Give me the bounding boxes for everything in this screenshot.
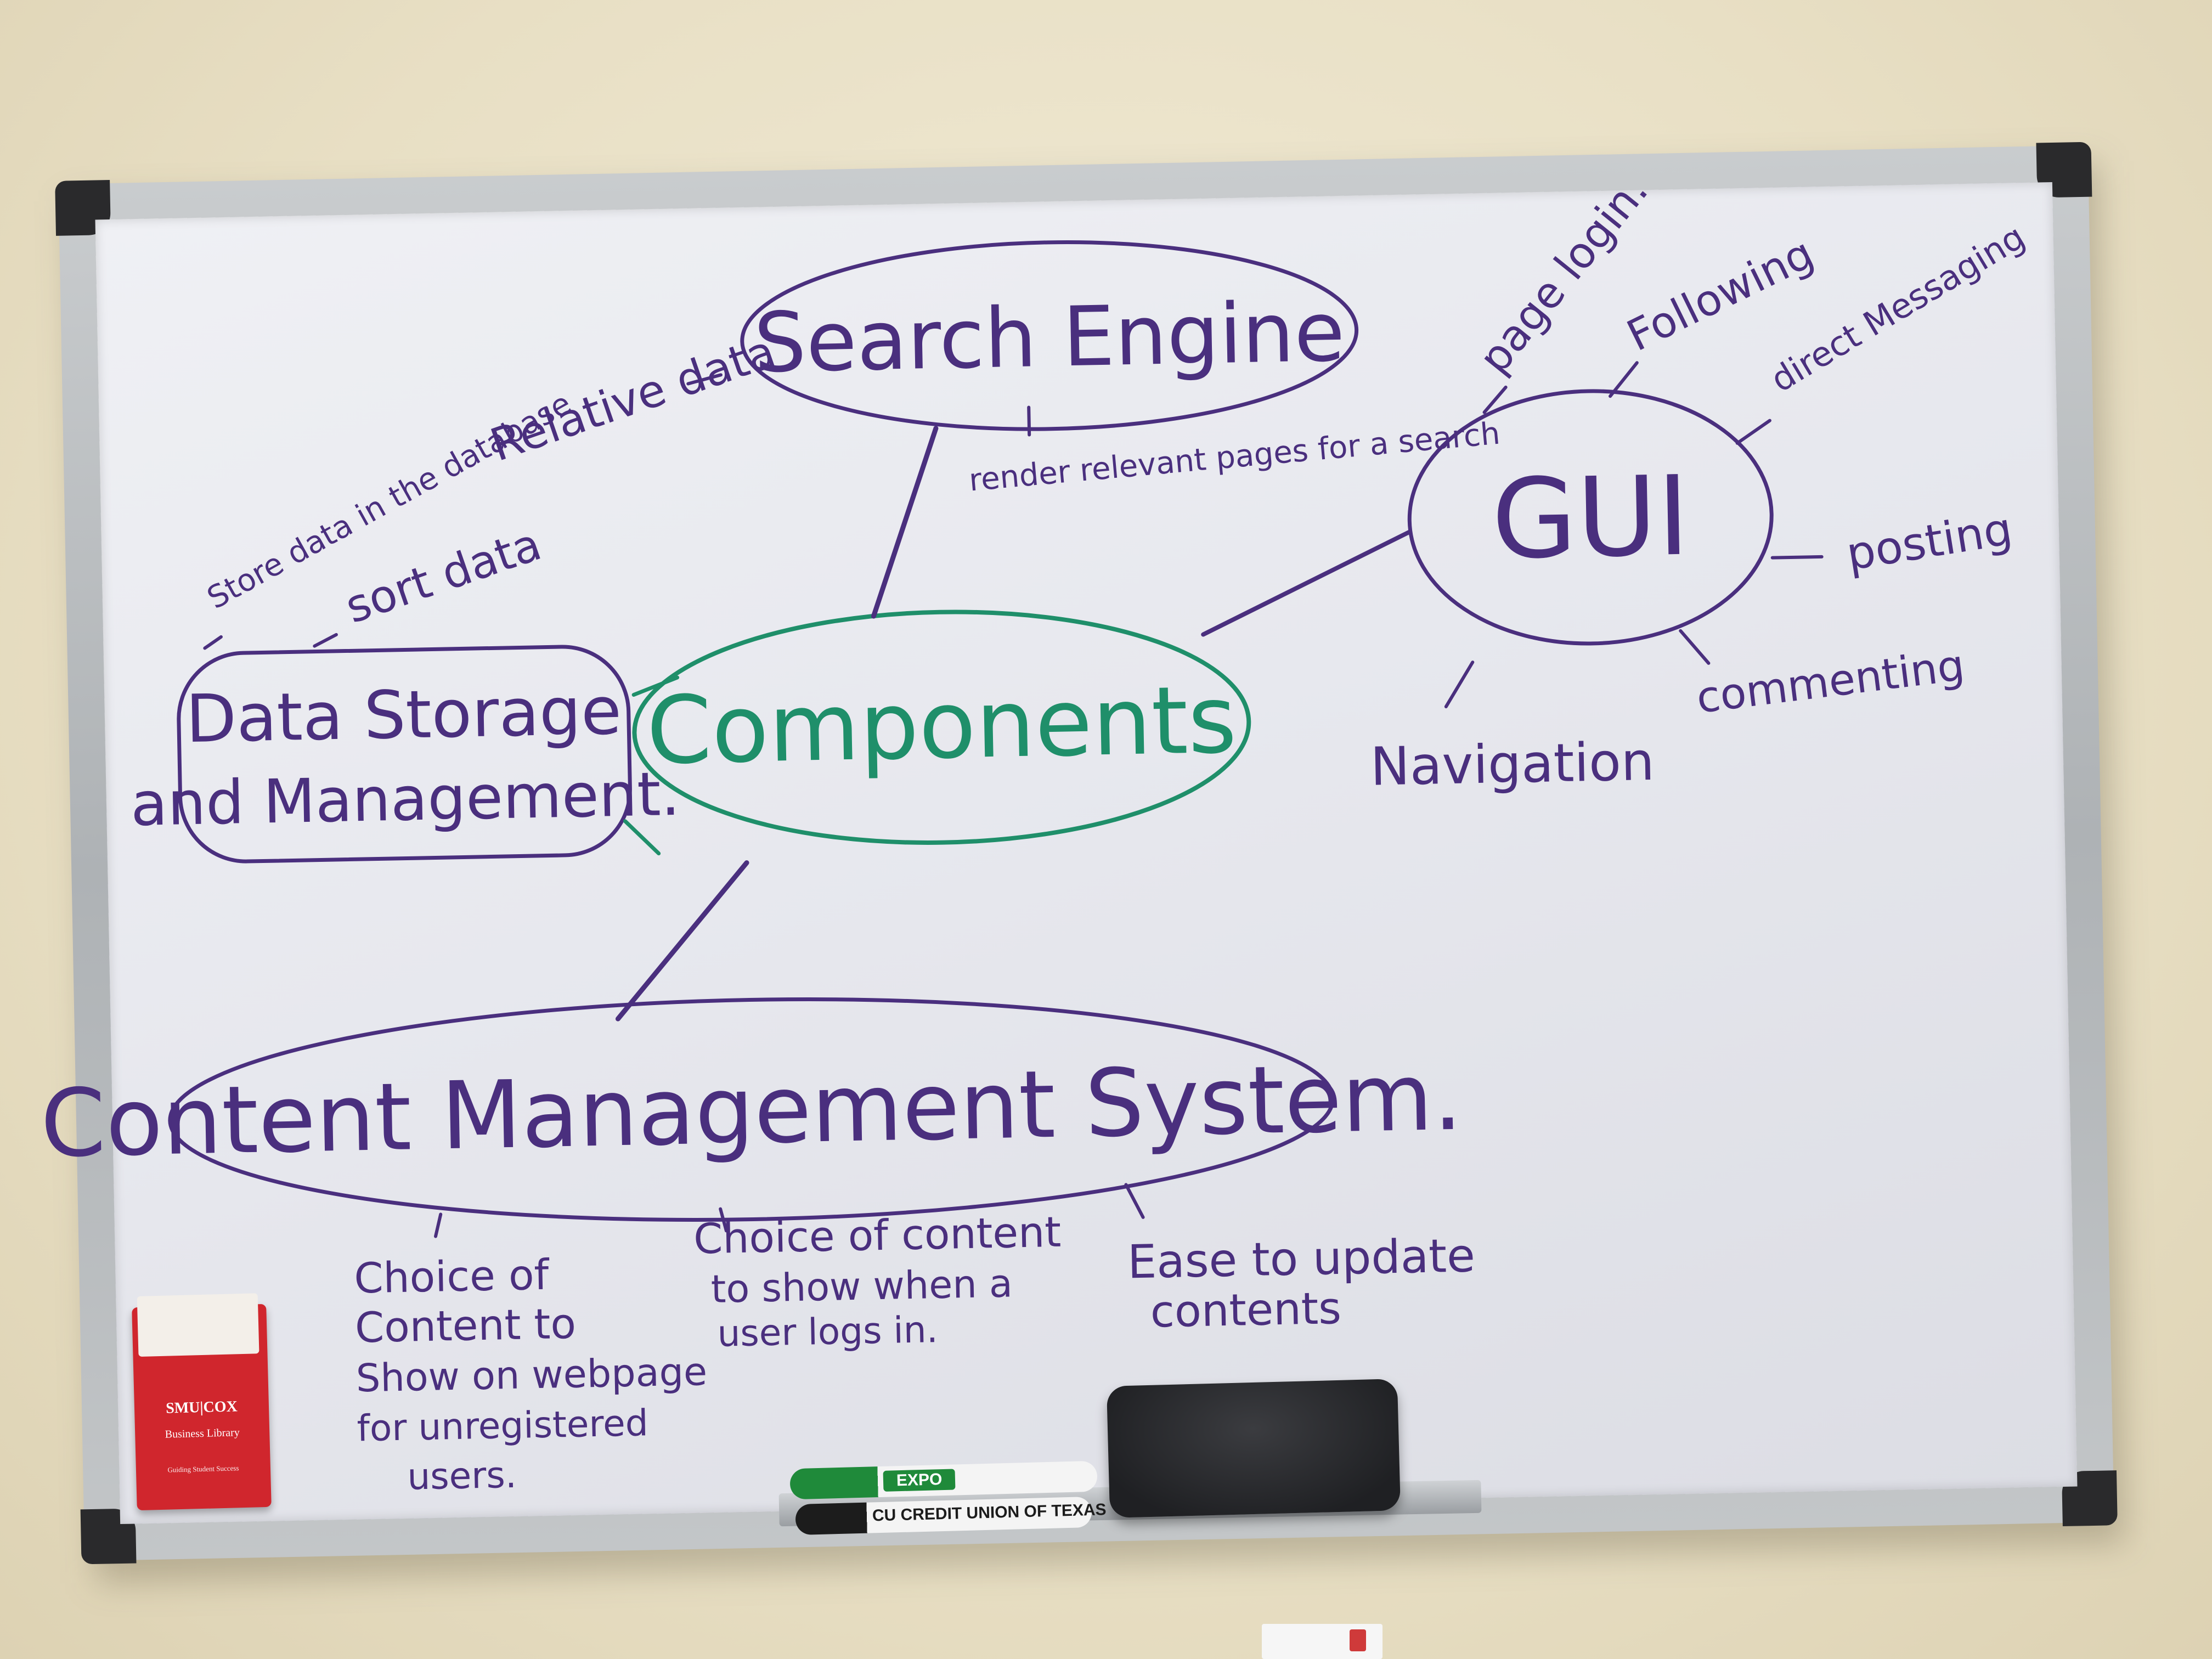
cms-note-1-line-1: Choice of — [354, 1250, 551, 1303]
cms-note-3-line-1: Ease to update — [1127, 1228, 1475, 1289]
cms-note-logged-in: Choice of content to show when a user lo… — [693, 1207, 1062, 1355]
cms-note-1-line-5: users. — [407, 1454, 517, 1498]
cms-note-update: Ease to update contents — [1127, 1228, 1475, 1338]
card-insert — [137, 1293, 259, 1357]
card-logo: SMU|COX — [165, 1398, 238, 1417]
connector-gui — [1201, 529, 1412, 637]
cms-note-2-line-1: Choice of content — [693, 1207, 1062, 1263]
gui-branch-login: page login. — [1470, 166, 1658, 383]
cms-note-tick-2 — [719, 1207, 728, 1233]
paper-note — [1262, 1624, 1383, 1659]
data-storage-label-line2: and Management. — [130, 759, 681, 839]
card-subtitle: Business Library — [165, 1426, 240, 1441]
gui-branch-tick-login — [1482, 385, 1508, 414]
gui-label: GUI — [1491, 453, 1691, 584]
green-marker-label: EXPO — [883, 1469, 956, 1492]
card-tagline: Guiding Student Success — [167, 1464, 239, 1474]
search-engine-label: Search Engine — [753, 284, 1346, 391]
red-mark-icon — [1350, 1629, 1366, 1651]
gui-branch-following: Following — [1620, 229, 1821, 362]
gui-branch-tick-messaging — [1735, 419, 1771, 445]
whiteboard-eraser[interactable] — [1106, 1379, 1401, 1518]
cms-note-tick-3 — [1124, 1183, 1145, 1219]
cms-note-1-line-2: Content to — [354, 1299, 576, 1352]
gui-branch-tick-commenting — [1679, 629, 1711, 665]
connector-data-storage-lower — [623, 819, 661, 856]
gui-branch-navigation: Navigation — [1370, 731, 1655, 798]
search-engine-ellipse — [740, 240, 1359, 431]
gui-branch-commenting: commenting — [1694, 641, 1967, 723]
relative-data-tick — [686, 373, 723, 386]
black-marker-label: CU CREDIT UNION OF TEXAS — [872, 1500, 1107, 1525]
business-card-holder: SMU|COX Business Library Guiding Student… — [132, 1293, 272, 1511]
data-storage-note-sort: sort data — [339, 518, 548, 634]
connector-data-storage — [631, 675, 680, 697]
connector-cms — [615, 860, 749, 1022]
cms-ellipse — [168, 997, 1335, 1222]
cms-note-2-line-3: user logs in. — [717, 1308, 938, 1355]
data-storage-box — [177, 645, 632, 864]
sort-data-tick — [313, 633, 338, 648]
cms-note-tick-1 — [434, 1212, 443, 1238]
components-ellipse — [632, 610, 1251, 845]
cms-note-3-line-2: contents — [1150, 1283, 1342, 1338]
gui-branch-tick-navigation — [1444, 661, 1475, 709]
store-data-tick — [203, 635, 223, 650]
data-storage-note-relative: Relative data — [484, 325, 782, 472]
gui-branch-posting: posting — [1843, 503, 2016, 581]
cms-note-2-line-2: to show when a — [710, 1261, 1013, 1312]
cms-note-1-line-4: for unregistered — [357, 1402, 648, 1449]
gui-branch-tick-posting — [1770, 555, 1824, 560]
gui-branch-tick-following — [1609, 361, 1639, 398]
connector-search-engine — [871, 426, 939, 619]
cms-note-1-line-3: Show on webpage — [356, 1349, 708, 1401]
components-label: Components — [646, 665, 1238, 786]
gui-ellipse — [1407, 389, 1774, 646]
data-storage-label-line1: Data Storage — [185, 673, 622, 758]
cms-note-unregistered: Choice of Content to Show on webpage for… — [354, 1250, 708, 1498]
